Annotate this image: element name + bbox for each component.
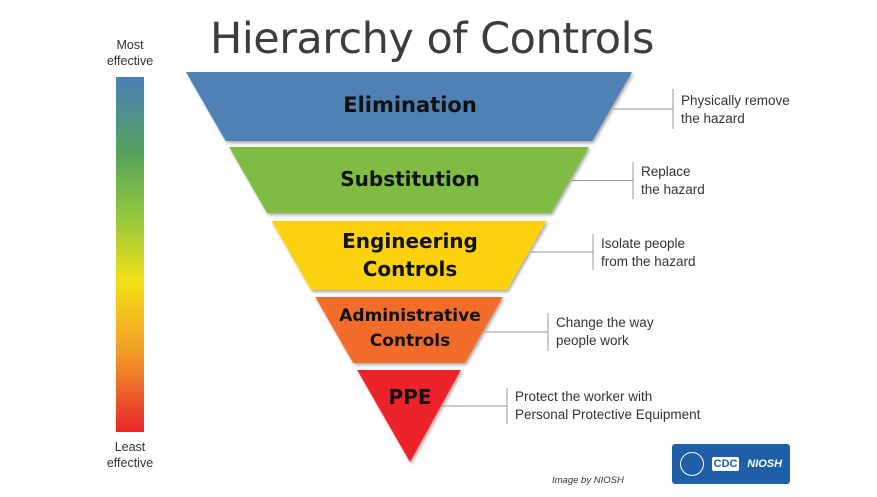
level-name-1: Elimination <box>250 91 570 120</box>
least-effective-label: Least effective <box>106 440 154 470</box>
most-effective-label: Most effective <box>106 38 154 68</box>
page-title: Hierarchy of Controls <box>210 14 654 64</box>
description-line: Physically remove <box>681 93 790 108</box>
pyramid-band-2 <box>229 147 589 213</box>
description-line: the hazard <box>681 111 745 126</box>
pyramid-band-5 <box>357 370 461 462</box>
description-line: Protect the worker with <box>515 389 653 404</box>
image-credit: Image by NIOSH <box>552 475 624 486</box>
pyramid-band-4 <box>315 297 503 363</box>
niosh-logo-text: NIOSH <box>747 458 783 470</box>
level-name-line: Administrative <box>339 306 481 326</box>
level-description-2: Replace the hazard <box>641 163 705 199</box>
description-line: people work <box>556 333 629 348</box>
cdc-niosh-logo: CDC NIOSH <box>672 444 790 484</box>
level-name-line: Elimination <box>343 93 477 117</box>
level-name-line: Controls <box>369 331 451 351</box>
effectiveness-gradient-bar <box>116 77 144 432</box>
pyramid-band-1 <box>186 72 632 141</box>
description-line: Change the way <box>556 315 654 330</box>
description-line: the hazard <box>641 182 705 197</box>
level-name-line: PPE <box>388 385 432 409</box>
description-line: Personal Protective Equipment <box>515 407 701 422</box>
level-name-5: PPE <box>250 383 570 411</box>
level-description-3: Isolate people from the hazard <box>601 235 696 271</box>
level-description-1: Physically remove the hazard <box>681 92 790 128</box>
level-name-line: Controls <box>362 256 458 281</box>
level-description-4: Change the way people work <box>556 314 654 350</box>
description-line: Replace <box>641 164 691 179</box>
description-line: from the hazard <box>601 254 696 269</box>
level-name-2: Substitution <box>250 165 570 193</box>
hhs-seal-icon <box>679 452 704 476</box>
description-line: Isolate people <box>601 236 686 251</box>
cdc-logo-text: CDC <box>711 457 740 471</box>
level-name-line: Substitution <box>340 167 480 191</box>
level-name-line: Engineering <box>342 228 478 253</box>
pyramid-band-3 <box>271 221 547 290</box>
